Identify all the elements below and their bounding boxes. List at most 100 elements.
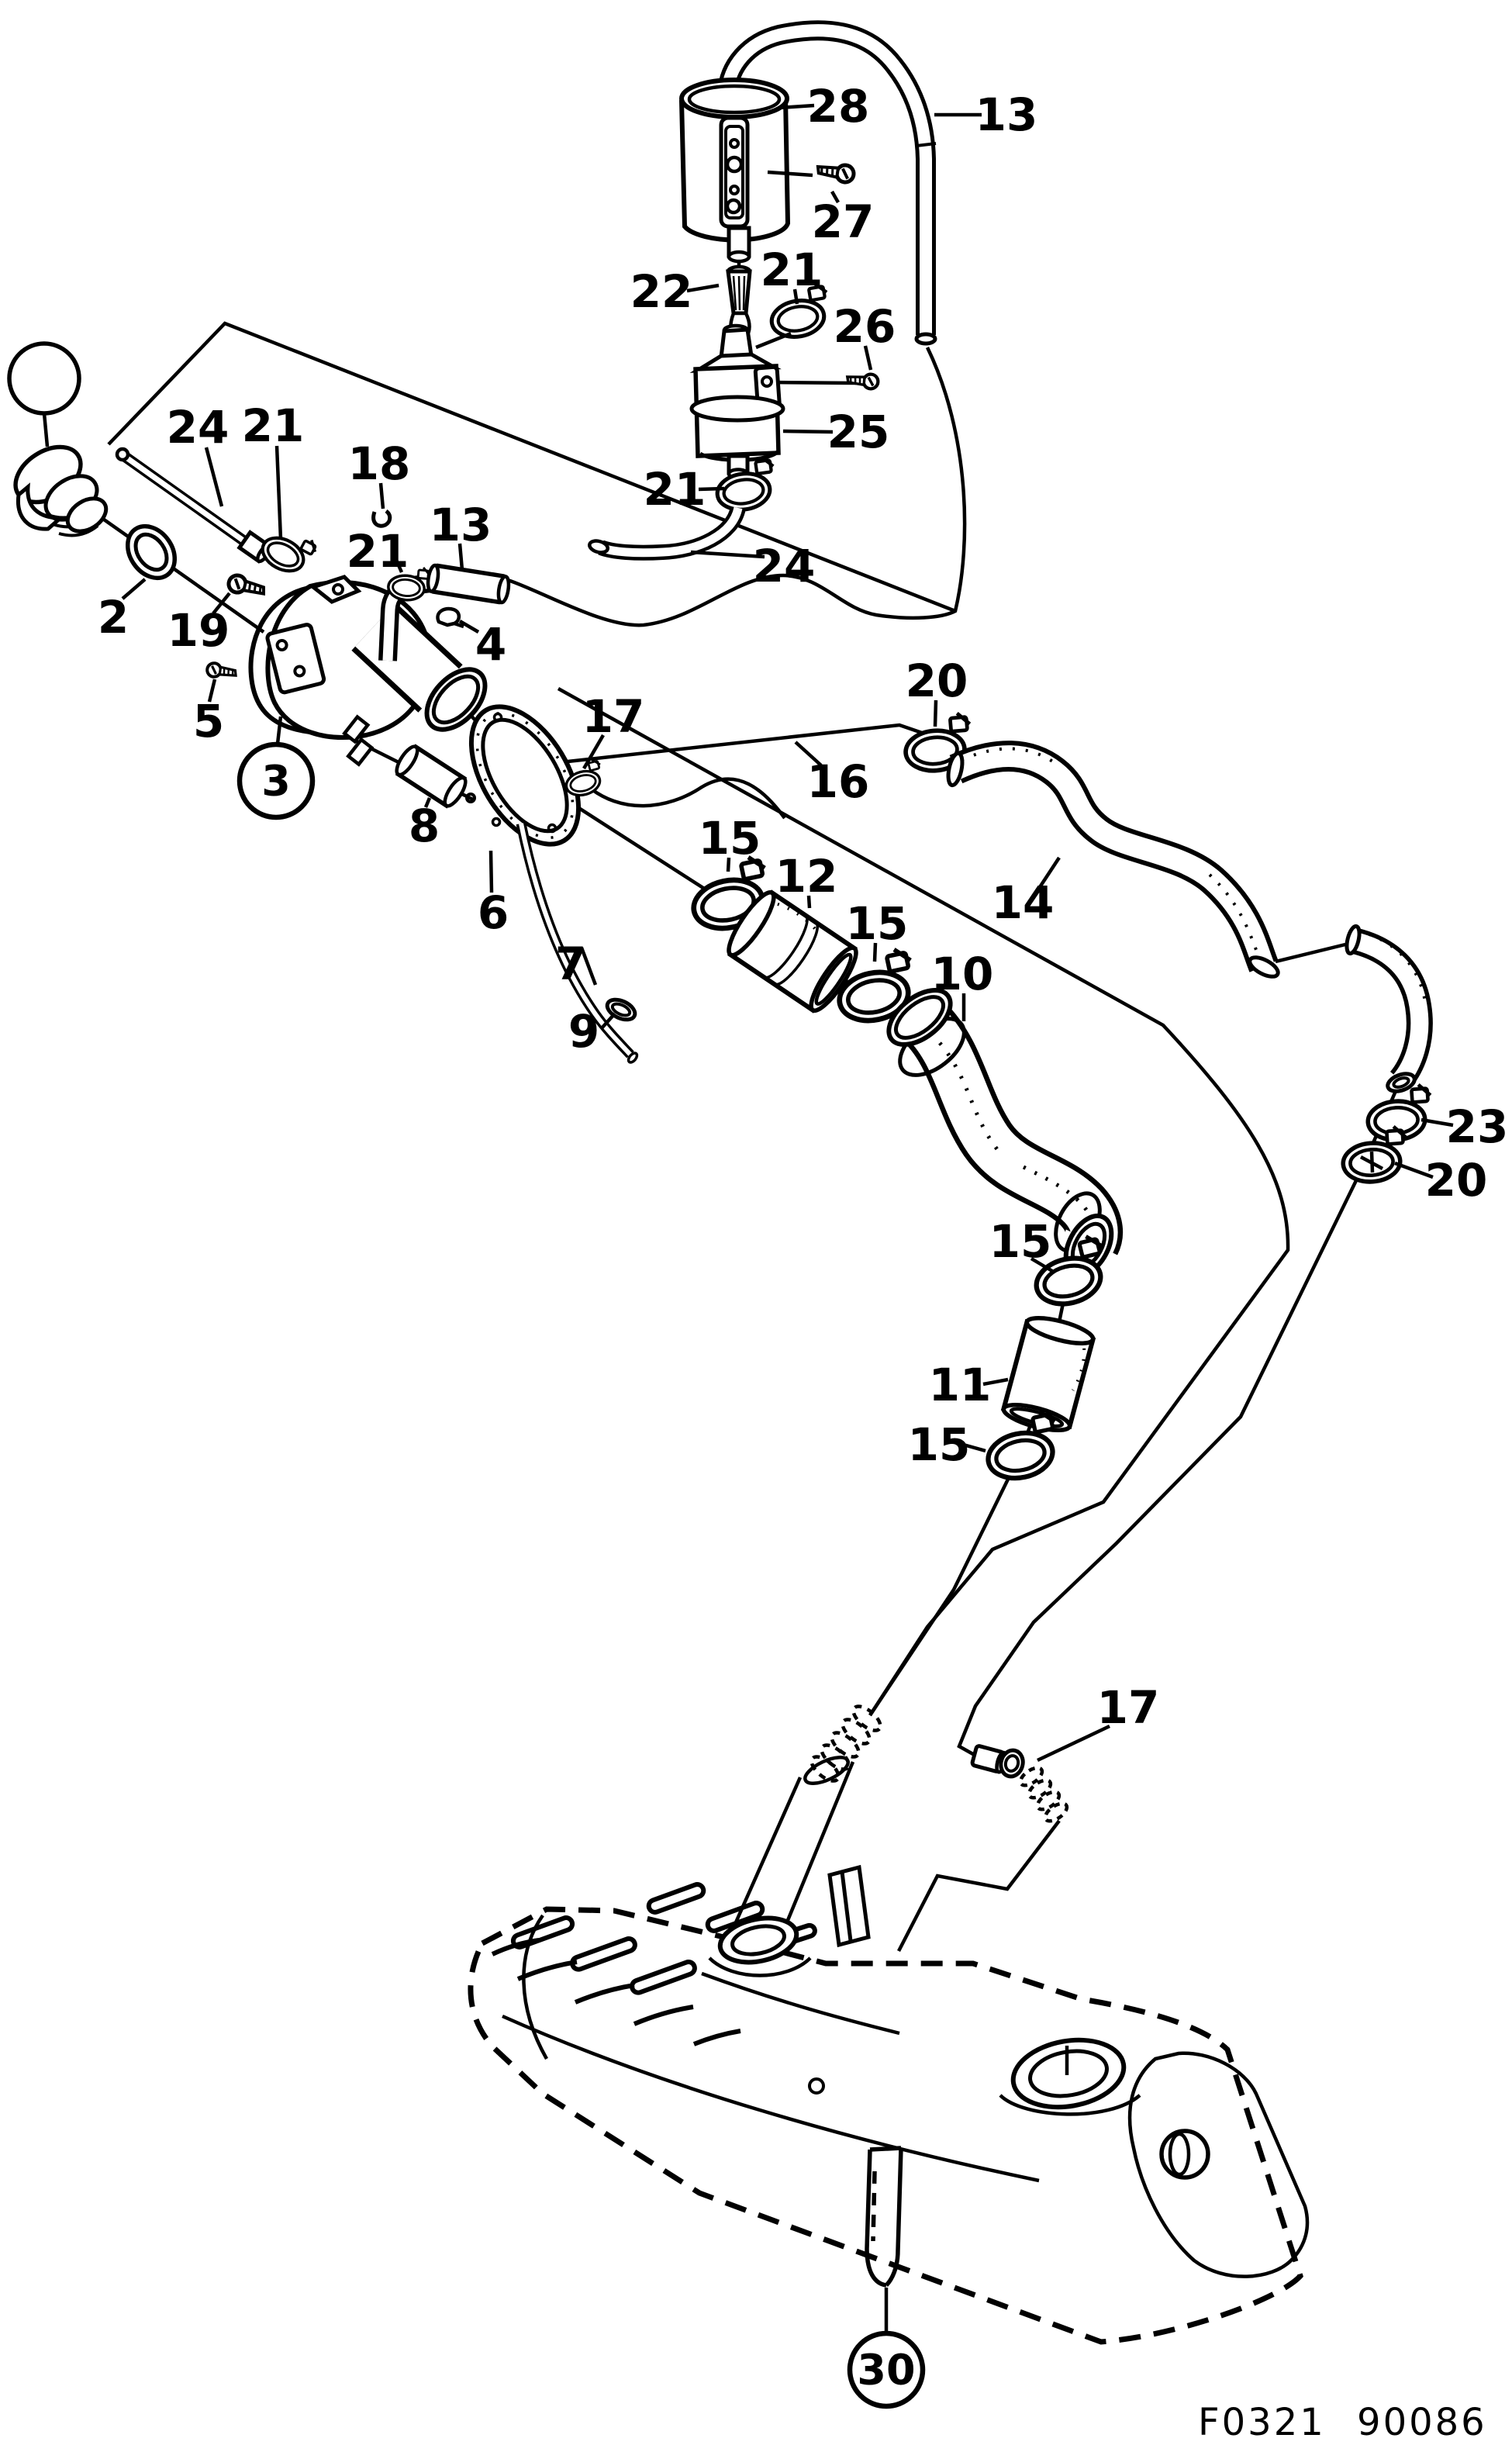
leader-line: [599, 1012, 616, 1031]
leader-line: [1030, 1257, 1054, 1273]
callout-15: 15: [699, 812, 761, 865]
leader-line: [488, 850, 494, 893]
vent-hose-13-arch: [717, 20, 937, 346]
callout-14: 14: [992, 876, 1055, 929]
callout-25: 25: [827, 406, 890, 458]
callout-circle: [847, 2330, 926, 2409]
corrugated-hose: [810, 1704, 882, 1783]
callout-2: 2: [98, 591, 129, 644]
callout-24: 24: [753, 540, 816, 592]
callout-21: 21: [644, 463, 706, 516]
leader-line: [582, 734, 605, 770]
callout-6: 6: [478, 886, 509, 939]
callout-30: 30: [857, 2346, 915, 2395]
callout-5: 5: [193, 695, 224, 748]
corrugated-hose: [1018, 1766, 1069, 1823]
charcoal-canister-28: [678, 78, 791, 264]
drain-hose-7: [516, 822, 639, 1064]
leader-line: [579, 947, 598, 986]
filler-cap-1: [13, 444, 109, 537]
callout-8: 8: [409, 799, 440, 852]
leader-line: [863, 345, 873, 371]
callout-3: 3: [261, 757, 291, 806]
callout-21: 21: [347, 525, 409, 578]
leader-line: [212, 592, 231, 615]
leader-line: [1037, 1724, 1110, 1763]
callout-circle: [236, 741, 316, 820]
callout-21: 21: [242, 399, 305, 452]
leader-line: [794, 741, 823, 767]
tank-filler-hole: [708, 1756, 855, 1977]
tank-end-face: [1127, 2051, 1310, 2278]
callout-15: 15: [846, 897, 909, 950]
sleeve-12: [727, 889, 858, 1014]
vent-nipple-4: [436, 606, 464, 629]
callout-4: 4: [475, 618, 506, 671]
leader-line: [933, 699, 938, 727]
callout-9: 9: [568, 1005, 599, 1058]
leader-line: [204, 447, 224, 507]
leader-line: [792, 288, 799, 305]
vent-pipe-24: [115, 447, 272, 564]
callout-11: 11: [929, 1359, 992, 1411]
vent-hose-right: [1345, 924, 1433, 1093]
leader-line: [1421, 1117, 1454, 1128]
figure-code: F0321 90086: [1198, 2401, 1487, 2444]
callout-10: 10: [931, 948, 994, 1000]
clip-18: [371, 509, 392, 528]
rollover-valve-22: [726, 261, 752, 339]
leader-line: [207, 679, 217, 703]
vent-hose-24: [588, 506, 746, 561]
leader-line: [1394, 1161, 1434, 1179]
leader-line: [423, 797, 432, 808]
leader-line: [778, 103, 815, 110]
tank-strap-front: [865, 2146, 903, 2288]
tank-sender-ring: [999, 2037, 1141, 2116]
tank-ribs: [491, 1882, 817, 2046]
tank-strap-rear: [827, 1864, 871, 1948]
leader-line: [782, 429, 834, 434]
cap-tether-ring: [7, 341, 81, 416]
spacer-8: [395, 744, 468, 809]
callout-24: 24: [167, 401, 230, 454]
leader-line: [686, 283, 720, 293]
callout-17: 17: [1097, 1681, 1160, 1734]
leader-line: [806, 895, 812, 909]
leader-line: [960, 1442, 986, 1453]
callout-21: 21: [761, 243, 823, 296]
leader-line: [457, 543, 464, 571]
callout-15: 15: [989, 1215, 1052, 1268]
leader-line: [378, 482, 385, 509]
callout-17: 17: [582, 690, 645, 743]
callout-20: 20: [1425, 1154, 1488, 1207]
callout-20: 20: [906, 654, 968, 707]
callout-27: 27: [812, 195, 875, 248]
leader-line: [275, 716, 283, 744]
leader-line: [1038, 856, 1061, 889]
hose-stub-13: [426, 563, 511, 605]
leader-line: [458, 620, 480, 634]
tank-vent-dot: [808, 2077, 825, 2095]
callout-28: 28: [807, 80, 870, 133]
callout-19: 19: [167, 604, 230, 657]
leader-line: [982, 1377, 1009, 1387]
leader-line: [726, 857, 731, 872]
leader-line: [830, 190, 840, 204]
leader-line: [394, 559, 404, 573]
callout-15: 15: [908, 1418, 971, 1471]
callout-12: 12: [775, 850, 838, 903]
gasket-ring-6: [468, 704, 582, 847]
callout-16: 16: [807, 755, 870, 808]
callout-13: 13: [975, 88, 1038, 141]
callout-18: 18: [348, 437, 411, 490]
callout-23: 23: [1446, 1100, 1509, 1153]
callout-7: 7: [555, 938, 586, 990]
cap-seal-2: [125, 523, 178, 581]
leader-line: [274, 445, 283, 540]
vent-hose-14: [946, 741, 1280, 979]
leader-line: [121, 578, 147, 600]
leader-line: [690, 550, 765, 559]
callout-13: 13: [430, 499, 492, 551]
